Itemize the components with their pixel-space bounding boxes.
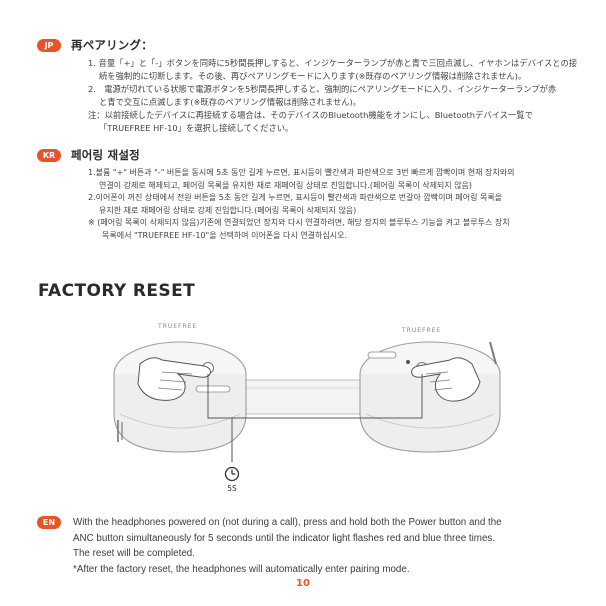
- timer-icon: [224, 466, 240, 482]
- kr-section-title: 페어링 재설정: [71, 148, 140, 162]
- en-line-3: The reset will be completed.: [73, 548, 195, 559]
- brand-text-left: TRUEFREE: [157, 323, 197, 330]
- jp-note-line-1: 注：以前接続したデバイスに再接続する場合は、そのデバイスのBluetooth機能…: [88, 110, 533, 120]
- kr-language-badge: KR: [37, 149, 61, 162]
- kr-line-1: 1.볼륨 "+" 버튼과 "-" 버튼을 동시에 5초 동안 길게 누르면, 표…: [88, 168, 515, 177]
- en-line-1: With the headphones powered on (not duri…: [73, 517, 502, 528]
- en-line-2: ANC button simultaneously for 5 seconds …: [73, 532, 496, 544]
- kr-line-3: 2.이어폰이 꺼진 상태에서 전원 버튼을 5초 동안 길게 누르면, 표시등이…: [88, 193, 503, 202]
- jp-line-1: 1. 音量「+」と「-」ボタンを同時に5秒間長押しすると、インジケーターランプが…: [88, 58, 578, 68]
- kr-instructions: 1.볼륨 "+" 버튼과 "-" 버튼을 동시에 5초 동안 길게 누르면, 표…: [88, 167, 514, 242]
- jp-language-badge: JP: [37, 39, 61, 52]
- right-ear-cup: [359, 341, 501, 453]
- timer-label: 5S: [227, 484, 237, 493]
- left-hand: [137, 357, 211, 401]
- en-instructions: With the headphones powered on (not duri…: [73, 515, 502, 577]
- jp-section-title: 再ペアリング：: [71, 38, 153, 52]
- brand-text-right: TRUEFREE: [401, 327, 441, 334]
- leader-line: [207, 374, 423, 419]
- headphones-illustration: TRUEFREE TRUEFREE: [113, 323, 501, 482]
- jp-instructions: 1. 音量「+」と「-」ボタンを同時に5秒間長押しすると、インジケーターランプが…: [88, 57, 577, 135]
- kr-line-2: 연결이 강제로 해제되고, 페어링 목록을 유지한 채로 재페어링 상태로 진입…: [99, 180, 473, 190]
- jp-line-2: 続を強制的に切断します。その後、再びペアリングモードに入ります(※既存のペアリン…: [99, 71, 527, 81]
- page-number: 10: [296, 578, 310, 589]
- en-line-4: *After the factory reset, the headphones…: [73, 563, 410, 575]
- kr-note-line-2: 목록에서 "TRUEFREE HF-10"을 선택하여 이어폰을 다시 연결하십…: [102, 230, 348, 240]
- jp-note-line-2: 「TRUEFREE HF-10」を選択し接続してください。: [99, 123, 294, 133]
- kr-note-line-1: ※ (페어링 목록이 삭제되지 않음)기존에 연결되었던 장치와 다시 연결하려…: [88, 218, 510, 227]
- en-language-badge: EN: [37, 516, 61, 529]
- kr-line-4: 유지한 채로 재페어링 상태로 강제 진입합니다.(페어링 목록이 삭제되지 않…: [99, 205, 357, 215]
- right-hand: [411, 357, 481, 402]
- jp-line-4: と青で交互に点滅します(※既存のペアリング情報は削除されません)。: [99, 97, 362, 107]
- factory-reset-title: FACTORY RESET: [38, 281, 196, 301]
- jp-line-3: 2. 電源が切れている状態で電源ボタンを5秒間長押しすると、強制的にペアリングモ…: [88, 84, 557, 94]
